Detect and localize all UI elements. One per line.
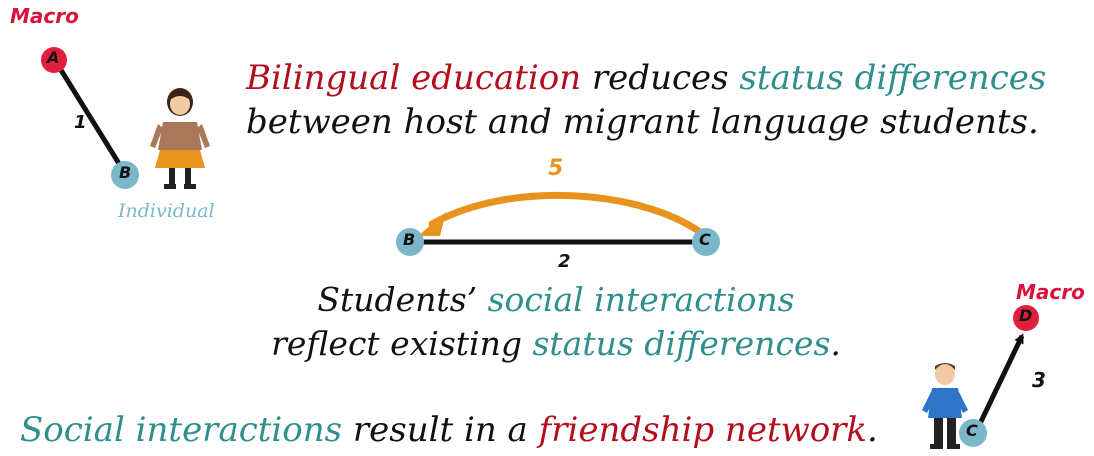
edge-3: [973, 333, 1025, 434]
statement-3: Social interactions result in a friendsh…: [20, 408, 878, 452]
statement-1: Bilingual education reduces status diffe…: [246, 56, 1046, 144]
statement-3-period: .: [867, 410, 878, 450]
status-differences-term-2: status differences: [532, 324, 831, 363]
node-b-mid: [396, 228, 424, 256]
statement-1-line-2: between host and migrant language studen…: [246, 102, 1039, 142]
statement-1-text: reduces: [581, 58, 740, 98]
statement-2-text-2: reflect existing: [271, 324, 533, 363]
node-b-mid-label: B: [403, 230, 416, 249]
statement-2-text: Students’: [317, 280, 488, 319]
edge-2-label: 2: [558, 251, 571, 272]
statement-2-line-2: reflect existing status differences.: [256, 322, 856, 366]
bilingual-education-term: Bilingual education: [246, 58, 582, 98]
node-c-right: [959, 419, 987, 447]
node-a: [41, 47, 67, 73]
macro-label-top: Macro: [10, 4, 79, 28]
feedback-arrowhead: [418, 212, 446, 236]
statement-1-line-1: Bilingual education reduces status diffe…: [246, 56, 1046, 100]
statement-2-period: .: [830, 324, 841, 363]
node-d: [1013, 305, 1039, 331]
female-student-icon: [150, 88, 210, 189]
edge-5-feedback-arrow: [428, 191, 704, 236]
node-c-right-label: C: [966, 421, 978, 440]
node-b-left-label: B: [119, 163, 132, 182]
node-a-label: A: [47, 48, 60, 67]
statement-2: Students’ social interactions reflect ex…: [256, 278, 856, 366]
node-c-mid-label: C: [699, 230, 711, 249]
edge-1-label: 1: [74, 112, 87, 133]
friendship-network-term: friendship network: [538, 410, 868, 450]
edge-3-label: 3: [1032, 368, 1046, 392]
node-b-left: [111, 161, 139, 189]
statement-2-line-1: Students’ social interactions: [256, 278, 856, 322]
node-d-label: D: [1019, 306, 1033, 325]
individual-label: Individual: [118, 200, 215, 222]
statement-3-text: result in a: [342, 410, 539, 450]
edge-1: [53, 60, 126, 172]
macro-label-right: Macro: [1016, 280, 1085, 304]
node-c-mid: [692, 228, 720, 256]
social-interactions-term: social interactions: [487, 280, 795, 319]
status-differences-term: status differences: [739, 58, 1047, 98]
social-interactions-term-2: Social interactions: [20, 410, 343, 450]
edge-5-label: 5: [548, 156, 564, 181]
male-student-icon: [922, 363, 968, 449]
